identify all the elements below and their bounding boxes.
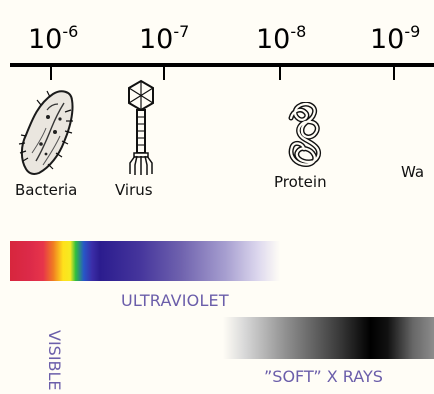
ultraviolet-label: ULTRAVIOLET [121, 293, 229, 309]
bacteria-label: Bacteria [15, 183, 77, 198]
scale-axis-line [10, 63, 434, 67]
soft-xray-band [223, 317, 434, 359]
scale-tick-10e-9 [393, 66, 395, 80]
visible-spectrum-band [10, 241, 100, 281]
visible-label: VISIBLE [46, 330, 62, 391]
scale-tick-10e-8 [279, 66, 281, 80]
protein-label: Protein [274, 175, 327, 190]
scale-label-10e-6: 10-6 [28, 26, 78, 53]
ultraviolet-band [100, 241, 280, 281]
virus-label: Virus [115, 183, 153, 198]
scale-tick-10e-6 [50, 66, 52, 80]
scale-label-10e-7: 10-7 [139, 26, 189, 53]
protein-icon [284, 102, 328, 168]
soft-xrays-label: ”SOFT” X RAYS [264, 369, 383, 385]
water-label: Wa [401, 165, 424, 180]
scale-label-10e-9: 10-9 [370, 26, 420, 53]
virus-icon [126, 79, 156, 177]
scale-tick-10e-7 [163, 66, 165, 80]
scale-label-10e-8: 10-8 [256, 26, 306, 53]
bacterium-icon [16, 86, 78, 178]
